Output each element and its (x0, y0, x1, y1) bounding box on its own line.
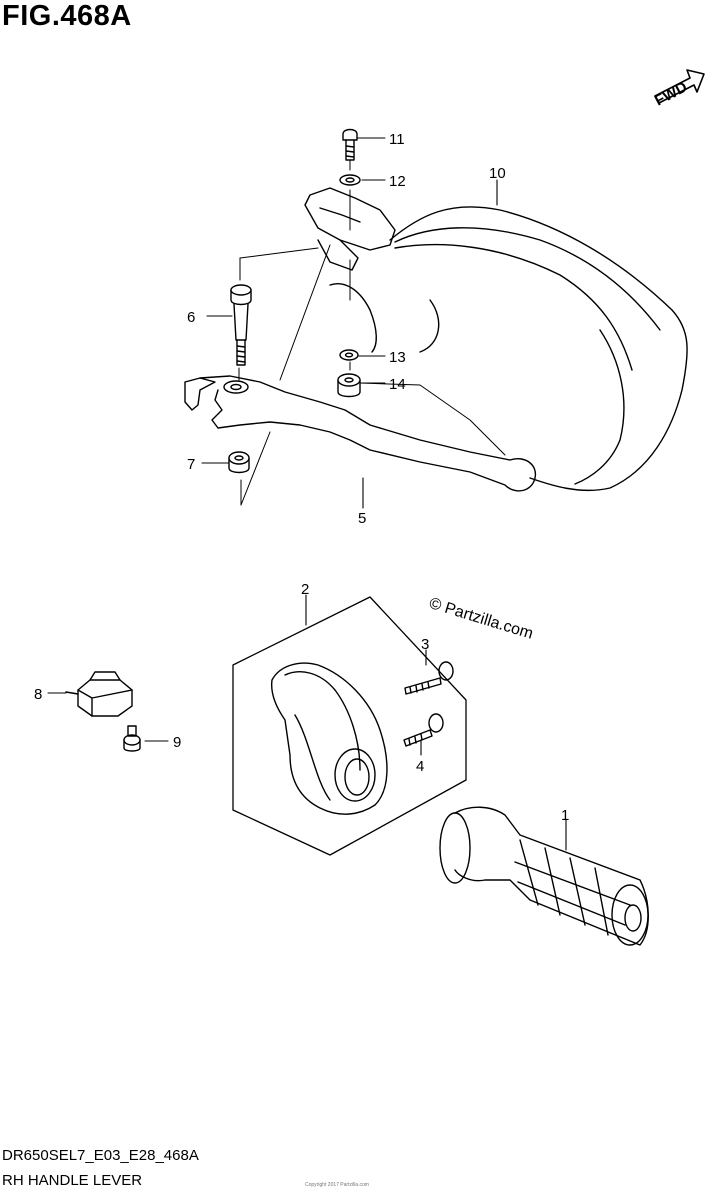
figure-title: FIG.468A (2, 0, 132, 32)
callout-10: 10 (489, 165, 506, 182)
part-14-nut (337, 373, 361, 398)
callout-4: 4 (416, 758, 424, 775)
part-10-hand-guard (304, 187, 688, 492)
callout-5: 5 (358, 510, 366, 527)
fwd-arrow-icon: FWD (652, 69, 705, 110)
part-2-throttle-housing (232, 596, 467, 856)
callout-7: 7 (187, 456, 195, 473)
footer-diagram-code: DR650SEL7_E03_E28_468A (2, 1147, 199, 1164)
part-7-nut (228, 451, 250, 474)
part-12-washer (339, 174, 361, 186)
part-13-washer (339, 349, 359, 361)
fwd-label: FWD (652, 78, 690, 109)
part-4-screw (403, 713, 444, 747)
part-11-screw (342, 128, 358, 161)
callout-3: 3 (421, 636, 429, 653)
assembly-lines (238, 159, 506, 506)
footer-tiny-note: Copyright 2017 Partzilla.com (305, 1182, 369, 1188)
callout-11: 11 (389, 131, 405, 148)
callout-8: 8 (34, 686, 42, 703)
footer-diagram-name: RH HANDLE LEVER (2, 1172, 143, 1189)
part-6-bolt (230, 284, 252, 366)
part-1-grip (439, 806, 649, 946)
callout-9: 9 (173, 734, 181, 751)
part-8-switch (65, 671, 133, 717)
callout-13: 13 (389, 349, 406, 366)
callout-2: 2 (301, 581, 309, 598)
part-3-screw (404, 661, 454, 695)
callout-14: 14 (389, 376, 406, 393)
callout-12: 12 (389, 173, 406, 190)
callout-1: 1 (561, 807, 569, 824)
part-5-lever (184, 375, 537, 492)
part-9-screw (123, 725, 141, 752)
callout-6: 6 (187, 309, 195, 326)
